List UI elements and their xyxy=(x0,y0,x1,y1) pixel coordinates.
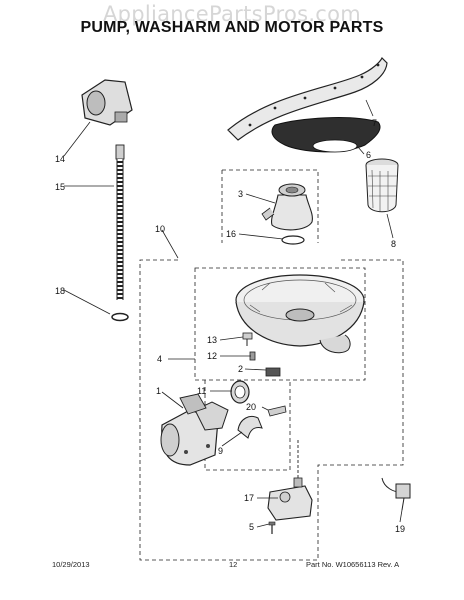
wire-harness-connector xyxy=(381,477,411,511)
callout-18: 18 xyxy=(55,286,65,296)
screw xyxy=(268,521,276,534)
callout-1: 1 xyxy=(156,386,161,396)
o-ring xyxy=(281,235,305,245)
callout-10: 10 xyxy=(155,224,165,234)
drain-pump xyxy=(267,440,313,521)
callout-6: 6 xyxy=(366,150,371,160)
filter-cylinder xyxy=(365,158,399,213)
vent-hose xyxy=(115,144,125,300)
vent-assembly xyxy=(81,79,133,126)
hose-clip xyxy=(267,405,287,417)
pump-housing xyxy=(261,183,313,231)
callout-11: 11 xyxy=(197,386,206,396)
callout-numbers: 14 15 18 10 4 1 13 12 2 11 9 3 16 20 17 … xyxy=(55,118,405,534)
watermark-text: AppliancePartsPros.com xyxy=(102,2,362,26)
callout-12: 12 xyxy=(207,351,217,361)
footer-date: 10/29/2013 xyxy=(52,560,90,569)
callout-19: 19 xyxy=(395,524,405,534)
callout-3: 3 xyxy=(238,189,243,199)
filter-shield xyxy=(271,117,381,153)
page-title: PUMP, WASHARM AND MOTOR PARTS xyxy=(80,19,384,36)
leader-lines xyxy=(63,99,403,528)
callout-2: 2 xyxy=(238,364,243,374)
callout-13: 13 xyxy=(207,335,217,345)
circulation-motor xyxy=(160,393,229,466)
callout-14: 14 xyxy=(55,154,65,164)
wash-arm xyxy=(227,56,388,141)
callout-8: 8 xyxy=(391,239,396,249)
callout-17: 17 xyxy=(244,493,254,503)
hose-clamp xyxy=(111,312,129,322)
footer-page-number: 12 xyxy=(229,560,238,569)
callout-20: 20 xyxy=(246,402,256,412)
callout-15: 15 xyxy=(55,182,65,192)
callout-9: 9 xyxy=(218,446,223,456)
sump-assembly xyxy=(235,274,365,354)
seal-ring xyxy=(230,380,250,404)
callout-5: 5 xyxy=(249,522,254,532)
callout-4: 4 xyxy=(157,354,162,364)
hose-elbow xyxy=(237,416,263,439)
footer-part-number: Part No. W10656113 Rev. A xyxy=(306,560,400,569)
small-parts xyxy=(242,332,281,377)
callout-7: 7 xyxy=(372,118,377,128)
callout-16: 16 xyxy=(226,229,236,239)
